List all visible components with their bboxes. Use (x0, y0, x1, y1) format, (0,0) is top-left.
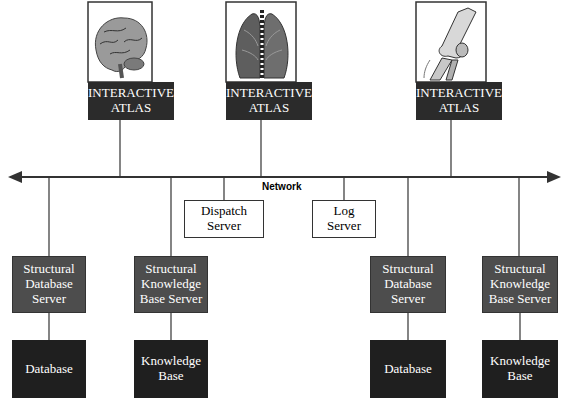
brain-picture (88, 2, 152, 82)
storage-box: Database (370, 340, 446, 398)
server-box: Structural Knowledge Base Server (134, 256, 208, 313)
network-label: Network (260, 181, 303, 192)
box-label: Database (25, 362, 73, 377)
torso-picture (226, 2, 296, 82)
atlas-box: INTERACTIVE ATLAS (226, 82, 312, 120)
storage-box: Knowledge Base (482, 340, 558, 398)
server-box: Structural Knowledge Base Server (482, 256, 558, 313)
box-label: Structural Database Server (374, 262, 442, 307)
server-box: Structural Database Server (12, 256, 86, 313)
storage-box: Database (12, 340, 86, 398)
connector-line (519, 313, 520, 340)
box-label: Structural Knowledge Base Server (486, 262, 554, 307)
box-label: INTERACTIVE ATLAS (416, 86, 502, 116)
box-label: Structural Database Server (16, 262, 82, 307)
server-box: Dispatch Server (184, 200, 264, 238)
box-label: Log Server (316, 204, 372, 234)
storage-box: Knowledge Base (134, 340, 208, 398)
connector-line (170, 313, 171, 340)
knee-picture (416, 2, 486, 82)
box-label: Knowledge Base (138, 354, 204, 384)
connector-line (48, 313, 49, 340)
box-label: Dispatch Server (188, 204, 260, 234)
box-label: Structural Knowledge Base Server (138, 262, 204, 307)
box-label: Database (384, 362, 432, 377)
bus-stub (49, 118, 519, 256)
server-box: Log Server (312, 200, 376, 238)
connector-line (407, 313, 408, 340)
box-label: Knowledge Base (486, 354, 554, 384)
atlas-box: INTERACTIVE ATLAS (416, 82, 502, 120)
server-box: Structural Database Server (370, 256, 446, 313)
box-label: INTERACTIVE ATLAS (88, 86, 174, 116)
atlas-box: INTERACTIVE ATLAS (88, 82, 174, 120)
box-label: INTERACTIVE ATLAS (226, 86, 312, 116)
